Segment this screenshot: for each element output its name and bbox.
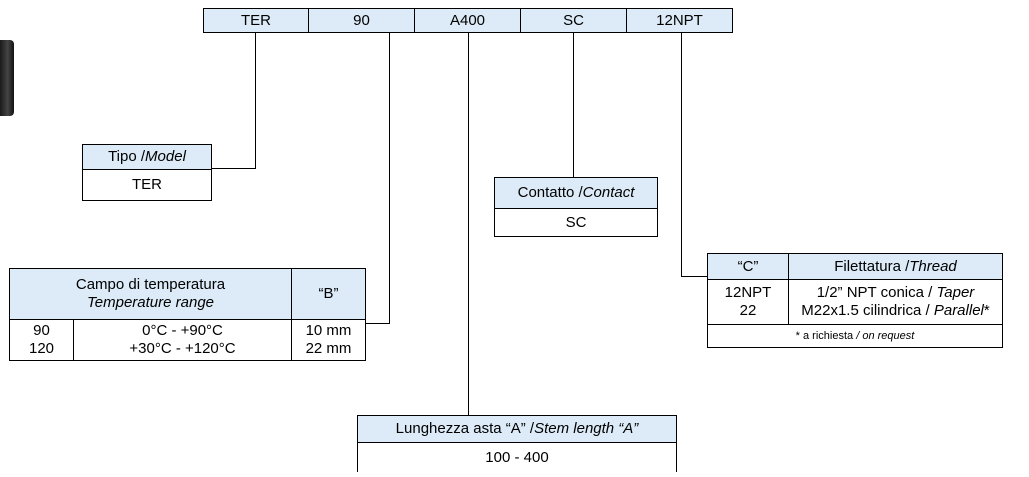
thread-note-en: / on request — [856, 330, 915, 342]
model-header: Tipo / Model — [82, 144, 212, 170]
code-segment-temperature: 90 — [308, 8, 415, 33]
temperature-row-range: +30°C - +120°C — [129, 340, 236, 357]
contact-value: SC — [494, 208, 658, 237]
connector-temperature-horizontal — [365, 323, 390, 324]
thread-row-desc: 1/2” NPT conica / Taper — [817, 284, 975, 302]
contact-label-en: Contact — [582, 184, 635, 201]
thread-desc-star: * — [983, 302, 990, 319]
thread-desc-it: M22x1.5 cilindrica / — [801, 302, 934, 319]
code-segment-stem-length: A400 — [414, 8, 521, 33]
stem-header: Lunghezza asta “A” / Stem length “A” — [357, 415, 677, 443]
thread-row-desc: M22x1.5 cilindrica / Parallel* — [801, 302, 989, 320]
thread-label: Filettatura / — [834, 257, 910, 275]
temperature-header-en: Temperature range — [86, 294, 215, 311]
thread-desc-column: 1/2” NPT conica / Taper M22x1.5 cilindri… — [788, 279, 1003, 325]
temperature-header-it: Campo di temperatura — [75, 276, 226, 293]
model-label: Tipo / — [108, 148, 146, 165]
thread-desc-en: Parallel — [933, 302, 984, 319]
stem-label: Lunghezza asta “A” / — [395, 420, 535, 437]
temperature-row-range: 0°C - +90°C — [142, 322, 223, 339]
code-segment-model: TER — [203, 8, 309, 33]
contact-header: Contatto / Contact — [494, 177, 658, 209]
connector-temperature-vertical — [389, 33, 390, 324]
temperature-header: Campo di temperatura Temperature range — [9, 268, 292, 320]
thread-note: * a richiesta / on request — [707, 324, 1003, 348]
thread-header-label: Filettatura / Thread — [788, 253, 1003, 280]
thread-desc-it: 1/2” NPT conica / — [816, 284, 937, 301]
thread-note-it: * a richiesta — [795, 330, 854, 342]
stem-value: 100 - 400 — [357, 442, 677, 472]
temperature-b-column: 10 mm 22 mm — [291, 319, 366, 361]
temperature-header-b: “B” — [291, 268, 366, 320]
product-photo-edge — [0, 40, 14, 116]
connector-model-vertical — [255, 33, 256, 169]
connector-thread-vertical — [681, 33, 682, 277]
thread-desc-en: Taper — [936, 284, 975, 301]
thread-code-column: 12NPT 22 — [707, 279, 789, 325]
connector-thread-horizontal — [681, 276, 707, 277]
connector-contact-vertical — [573, 33, 574, 178]
connector-stem-vertical — [468, 33, 469, 416]
thread-row-code: 12NPT — [724, 284, 772, 301]
temperature-code-column: 90 120 — [9, 319, 74, 361]
thread-header-c: “C” — [707, 253, 789, 280]
connector-model-horizontal — [211, 168, 256, 169]
code-segment-thread: 12NPT — [626, 8, 733, 33]
temperature-row-code: 120 — [28, 340, 55, 357]
contact-label: Contatto / — [517, 184, 583, 201]
model-value: TER — [82, 169, 212, 201]
temperature-range-column: 0°C - +90°C +30°C - +120°C — [73, 319, 292, 361]
model-label-en: Model — [145, 148, 186, 165]
thread-label-en: Thread — [909, 257, 957, 275]
stem-label-en: Stem length “A” — [534, 420, 639, 437]
code-segment-contact: SC — [520, 8, 627, 33]
temperature-row-b: 22 mm — [305, 340, 352, 357]
temperature-row-b: 10 mm — [305, 322, 352, 339]
temperature-row-code: 90 — [33, 322, 50, 339]
thread-row-code: 22 — [739, 302, 757, 319]
